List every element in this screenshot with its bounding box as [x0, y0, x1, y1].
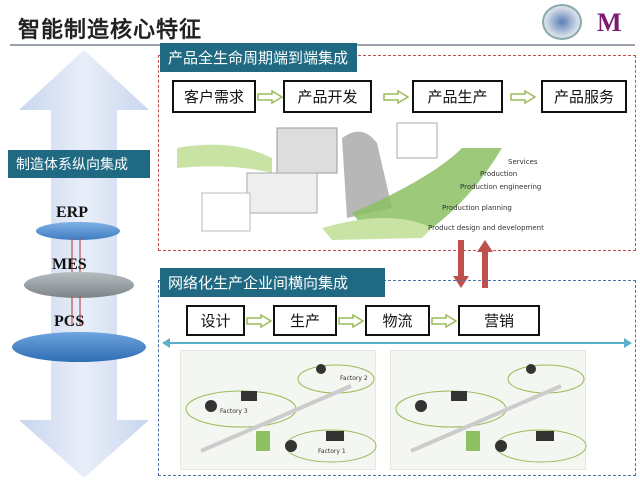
factory-label: Factory 2: [340, 375, 368, 382]
phase-services: Services: [508, 158, 538, 166]
step-product-production: 产品生产: [412, 80, 503, 113]
network-label: 网络化生产企业间横向集成: [160, 268, 385, 297]
mes-layer: [24, 272, 134, 298]
mes-label: MES: [52, 256, 87, 273]
step-logistics: 物流: [365, 305, 430, 336]
layer-exchange-arrows-icon: [71, 238, 81, 326]
lifecycle-illustration: [177, 122, 502, 240]
lifecycle-label: 产品全生命周期端到端集成: [160, 43, 357, 72]
phase-production-engineering: Production engineering: [460, 183, 542, 191]
vertical-integration-label: 制造体系纵向集成: [8, 150, 150, 178]
pcs-label: PCS: [54, 313, 85, 330]
phase-production-planning: Production planning: [442, 204, 512, 212]
pcs-layer: [12, 332, 146, 362]
phase-production: Production: [480, 170, 518, 178]
integration-arrows-icon: [453, 240, 493, 288]
flow-arrow-icon: [257, 90, 283, 104]
flow-arrow-icon: [246, 314, 272, 328]
factory-network-image-1: [180, 350, 377, 470]
factory-label: Factory 1: [318, 448, 346, 455]
slide-title: 智能制造核心特征: [18, 18, 203, 43]
university-logo: [542, 4, 582, 40]
erp-label: ERP: [56, 204, 88, 221]
flow-arrow-icon: [431, 314, 457, 328]
step-design: 设计: [186, 305, 245, 336]
step-product-development: 产品开发: [283, 80, 372, 113]
phase-product-design: Product design and development: [428, 224, 544, 232]
flow-arrow-icon: [338, 314, 364, 328]
step-production: 生产: [273, 305, 337, 336]
factory-network-image-2: [390, 350, 587, 470]
horizontal-double-arrow-icon: [162, 338, 632, 348]
flow-arrow-icon: [510, 90, 536, 104]
m-logo: M: [597, 8, 622, 37]
step-marketing: 营销: [458, 305, 540, 336]
network-panel: [158, 280, 636, 476]
lifecycle-panel: [158, 55, 636, 251]
erp-layer: [36, 222, 120, 240]
factory-label: Factory 3: [220, 408, 248, 415]
step-customer-demand: 客户需求: [172, 80, 256, 113]
step-product-service: 产品服务: [541, 80, 627, 113]
flow-arrow-icon: [383, 90, 409, 104]
